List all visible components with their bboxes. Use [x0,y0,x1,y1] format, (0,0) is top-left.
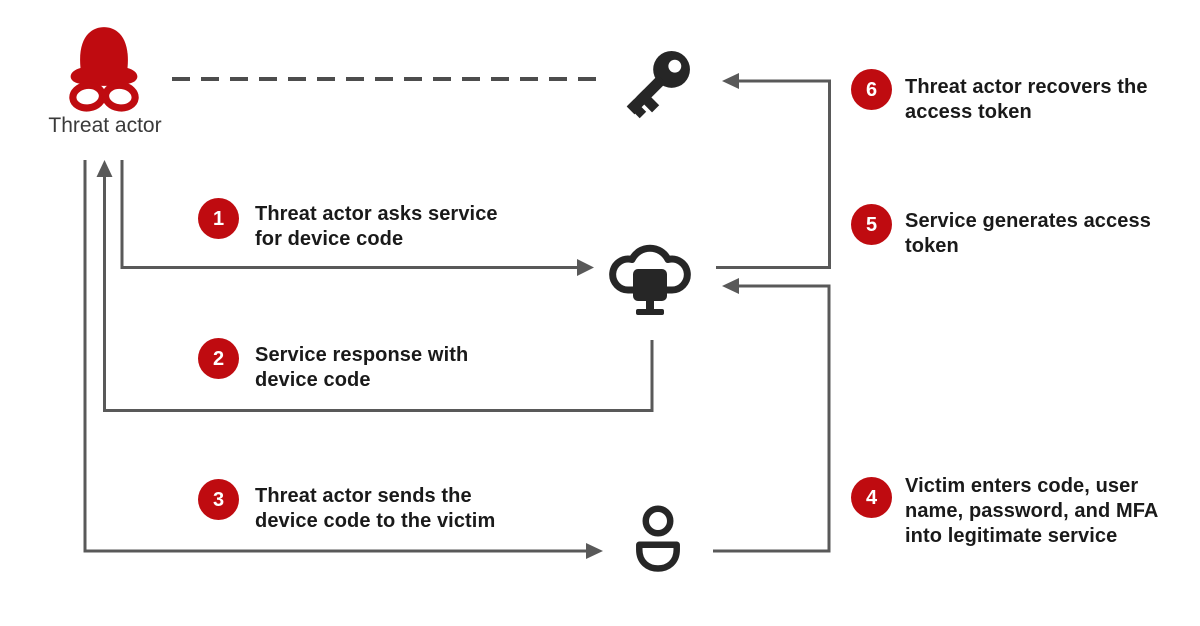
step-4-badge: 4 [851,477,892,518]
arrowhead-step-4 [722,278,739,294]
step-6-badge: 6 [851,69,892,110]
arrow-line-step-1 [120,160,577,269]
step-4-text: Victim enters code, user name, password,… [905,475,1158,547]
step-3-text: Threat actor sends the device code to th… [255,485,496,532]
arrowhead-step-2 [96,160,113,177]
victim-icon [622,490,694,588]
arrow-line-step-5-6 [716,79,831,269]
arrowhead-step-3 [586,543,603,559]
threat-actor-label: Threat actor [48,114,162,137]
arrow-line-step-2 [103,177,654,412]
threat-actor-icon [52,20,156,112]
step-1-text: Threat actor asks service for device cod… [255,203,498,250]
step-2-badge: 2 [198,338,239,379]
step-2-text: Service response with device code [255,344,469,391]
arrowhead-step-5-6 [722,73,739,89]
key-icon [608,40,700,134]
arrow-line-step-3 [83,160,586,553]
step-5-badge: 5 [851,204,892,245]
step-6-text: Threat actor recovers the access token [905,76,1148,123]
arrowhead-step-1 [577,259,594,276]
cloud-service-icon [600,226,700,330]
step-5-text: Service generates access token [905,210,1151,257]
step-3-badge: 3 [198,479,239,520]
step-1-badge: 1 [198,198,239,239]
arrow-line-step-4 [713,284,831,553]
